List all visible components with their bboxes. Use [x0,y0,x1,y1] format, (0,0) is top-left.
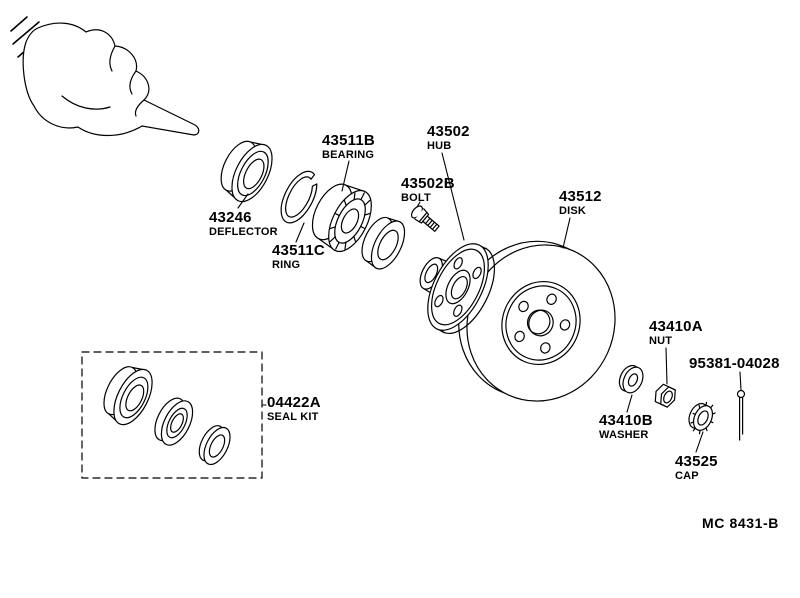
part-label-deflector: 43246 DEFLECTOR [209,210,278,239]
leader-bearing [341,160,350,192]
part-label-snap-ring: 43511C RING [272,243,325,272]
cap-drawing [688,401,716,435]
part-number: 43246 [209,209,252,226]
part-label-seal-kit: 04422A SEAL KIT [267,395,321,424]
disk-drawing [458,240,616,402]
part-name: WASHER [599,429,649,441]
part-label-nut: 43410A NUT [649,319,703,348]
pointing-hand-icon [10,16,200,136]
part-label-cotter-pin: 95381-04028 [689,356,780,372]
leader-hub [441,152,465,241]
hub-drawing [419,243,496,335]
cotter-pin-drawing [736,389,746,441]
deflector-drawing [220,140,273,203]
snap-ring-drawing [280,170,318,224]
seal-kit-seal-drawing [154,397,194,446]
leader-cap [695,431,704,453]
part-name: DISK [559,205,587,217]
leader-washer [626,394,633,413]
part-name: RING [272,259,301,271]
part-name: DEFLECTOR [209,226,278,238]
part-name: BOLT [401,192,431,204]
part-name: SEAL KIT [267,411,319,423]
part-label-cap: 43525 CAP [675,454,718,483]
part-number: 43502 [427,123,470,140]
part-label-disk: 43512 DISK [559,189,602,218]
part-number: 43502B [401,175,455,192]
part-name: NUT [649,335,673,347]
part-number: 43511C [272,242,325,259]
part-name: HUB [427,140,452,152]
part-number: 43511B [322,132,375,149]
part-number: 95381-04028 [689,355,780,372]
part-number: 43410A [649,318,703,335]
leader-nut [665,347,668,385]
document-number: MC 8431-B [702,515,779,531]
leader-lines [237,152,742,453]
bearing-drawing [311,183,372,252]
washer-drawing [618,364,644,394]
part-name: BEARING [322,149,375,161]
part-label-bearing: 43511B BEARING [322,133,375,162]
part-number: 04422A [267,394,321,411]
hub-bolt-drawing [410,205,440,232]
part-name: CAP [675,470,699,482]
nut-drawing [654,383,676,408]
part-number: 43512 [559,188,602,205]
seal-kit-ring-drawing [198,425,231,466]
bearing-race-drawing [361,216,406,270]
leader-cotter-pin [739,371,742,391]
leader-bolt [416,201,421,208]
leader-snap-ring [295,222,305,243]
seal-kit-box [81,351,263,479]
part-number: 43410B [599,412,653,429]
part-number: 43525 [675,453,718,470]
part-label-hub: 43502 HUB [427,124,470,153]
part-label-bolt: 43502B BOLT [401,176,455,205]
seal-kit-cup-drawing [103,366,153,426]
leader-deflector [237,193,249,209]
part-label-washer: 43410B WASHER [599,413,653,442]
leader-disk [562,217,571,249]
